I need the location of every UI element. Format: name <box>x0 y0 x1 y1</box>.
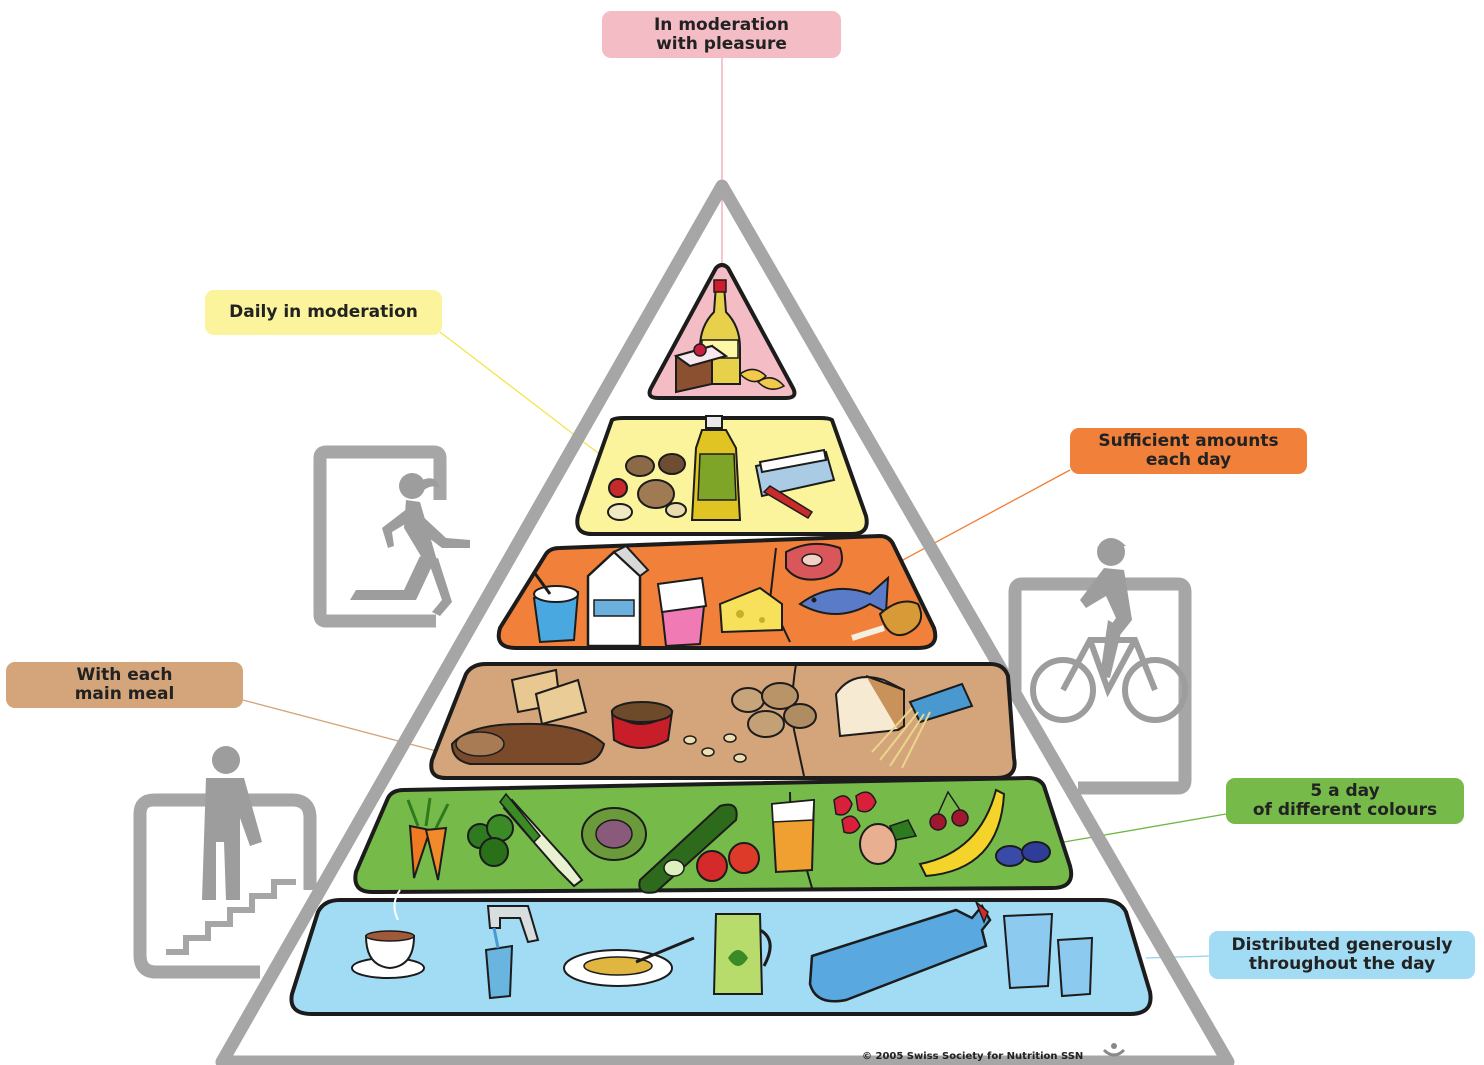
juice-glass-icon <box>770 798 816 874</box>
potatoes-icon <box>731 682 817 738</box>
label-grains-potatoes: With each main meal <box>6 662 243 708</box>
label-grains-potatoes-line-1: With each <box>76 665 173 685</box>
label-grains-potatoes-line-2: main meal <box>74 684 175 704</box>
tier-grains-potatoes <box>429 662 1017 780</box>
label-oils-nuts-line-1: Daily in moderation <box>229 302 418 322</box>
tier-drinks <box>289 889 1153 1016</box>
tier-fruit-vegetables <box>353 775 1074 895</box>
soup-bowl-icon <box>563 936 695 987</box>
pyramid-outline <box>215 179 1235 1065</box>
carrots-icon <box>406 797 450 881</box>
cherries-icon <box>929 790 969 831</box>
pasta-icon <box>871 682 974 769</box>
cheese-icon <box>718 586 783 634</box>
banana-icon <box>918 788 1006 878</box>
label-dairy-protein: Sufficient amounts each day <box>1070 428 1307 474</box>
label-fruit-vegetables: 5 a day of different colours <box>1226 778 1464 824</box>
label-drinks-line-2: throughout the day <box>1248 954 1436 974</box>
meat-icon <box>785 542 843 581</box>
tea-cup-icon <box>351 889 425 979</box>
label-drinks: Distributed generously throughout the da… <box>1209 931 1475 979</box>
chicken-leg-icon <box>851 600 922 641</box>
cucumber-icon <box>638 803 738 894</box>
oil-bottle-icon <box>690 415 742 521</box>
water-bottle-icon <box>808 901 992 1003</box>
leek-icon <box>499 792 584 888</box>
broccoli-icon <box>467 814 514 867</box>
running-activity-icon <box>313 445 470 628</box>
tier-oils-nuts <box>575 415 869 536</box>
tier-sweets <box>647 263 797 400</box>
herbal-jug-icon <box>712 913 772 995</box>
label-sweets: In moderation with pleasure <box>602 11 841 58</box>
bread-icon <box>450 722 606 765</box>
label-sweets-line-2: with pleasure <box>656 33 787 54</box>
label-fruit-vegetables-line-2: of different colours <box>1252 800 1438 820</box>
copyright-notice: © 2005 Swiss Society for Nutrition SSN <box>862 1051 1084 1062</box>
stairs-activity-icon <box>133 746 317 979</box>
cereal-bowl-icon <box>610 701 674 749</box>
tier-dairy-protein <box>496 533 938 650</box>
strawberries-icon <box>833 791 877 834</box>
loaf-icon <box>834 675 906 738</box>
fish-icon <box>798 575 890 615</box>
nuts-icon <box>607 453 687 521</box>
tap-water-icon <box>484 905 540 1000</box>
label-drinks-line-1: Distributed generously <box>1231 935 1453 955</box>
butter-dish-icon <box>754 448 836 520</box>
label-sweets-line-1: In moderation <box>653 14 790 35</box>
crackers-icon <box>510 668 588 726</box>
beans-icon <box>683 733 747 763</box>
label-dairy-protein-line-1: Sufficient amounts <box>1098 431 1279 451</box>
label-fruit-vegetables-line-1: 5 a day <box>1310 781 1380 801</box>
cake-icon <box>673 343 729 394</box>
lettuce-icon <box>581 807 647 861</box>
label-oils-nuts: Daily in moderation <box>205 290 442 335</box>
cycling-activity-icon <box>1008 538 1192 795</box>
milk-carton-icon <box>586 544 650 648</box>
water-glasses-icon <box>1002 912 1094 998</box>
crisps-icon <box>738 368 786 390</box>
yoghurt-icon <box>532 571 580 644</box>
ssn-logo <box>1102 1043 1126 1057</box>
apple-icon <box>859 819 918 865</box>
label-dairy-protein-line-2: each day <box>1145 450 1232 470</box>
tomatoes-icon <box>696 842 760 882</box>
plums-icon <box>995 841 1051 867</box>
cream-pot-icon <box>656 576 708 648</box>
